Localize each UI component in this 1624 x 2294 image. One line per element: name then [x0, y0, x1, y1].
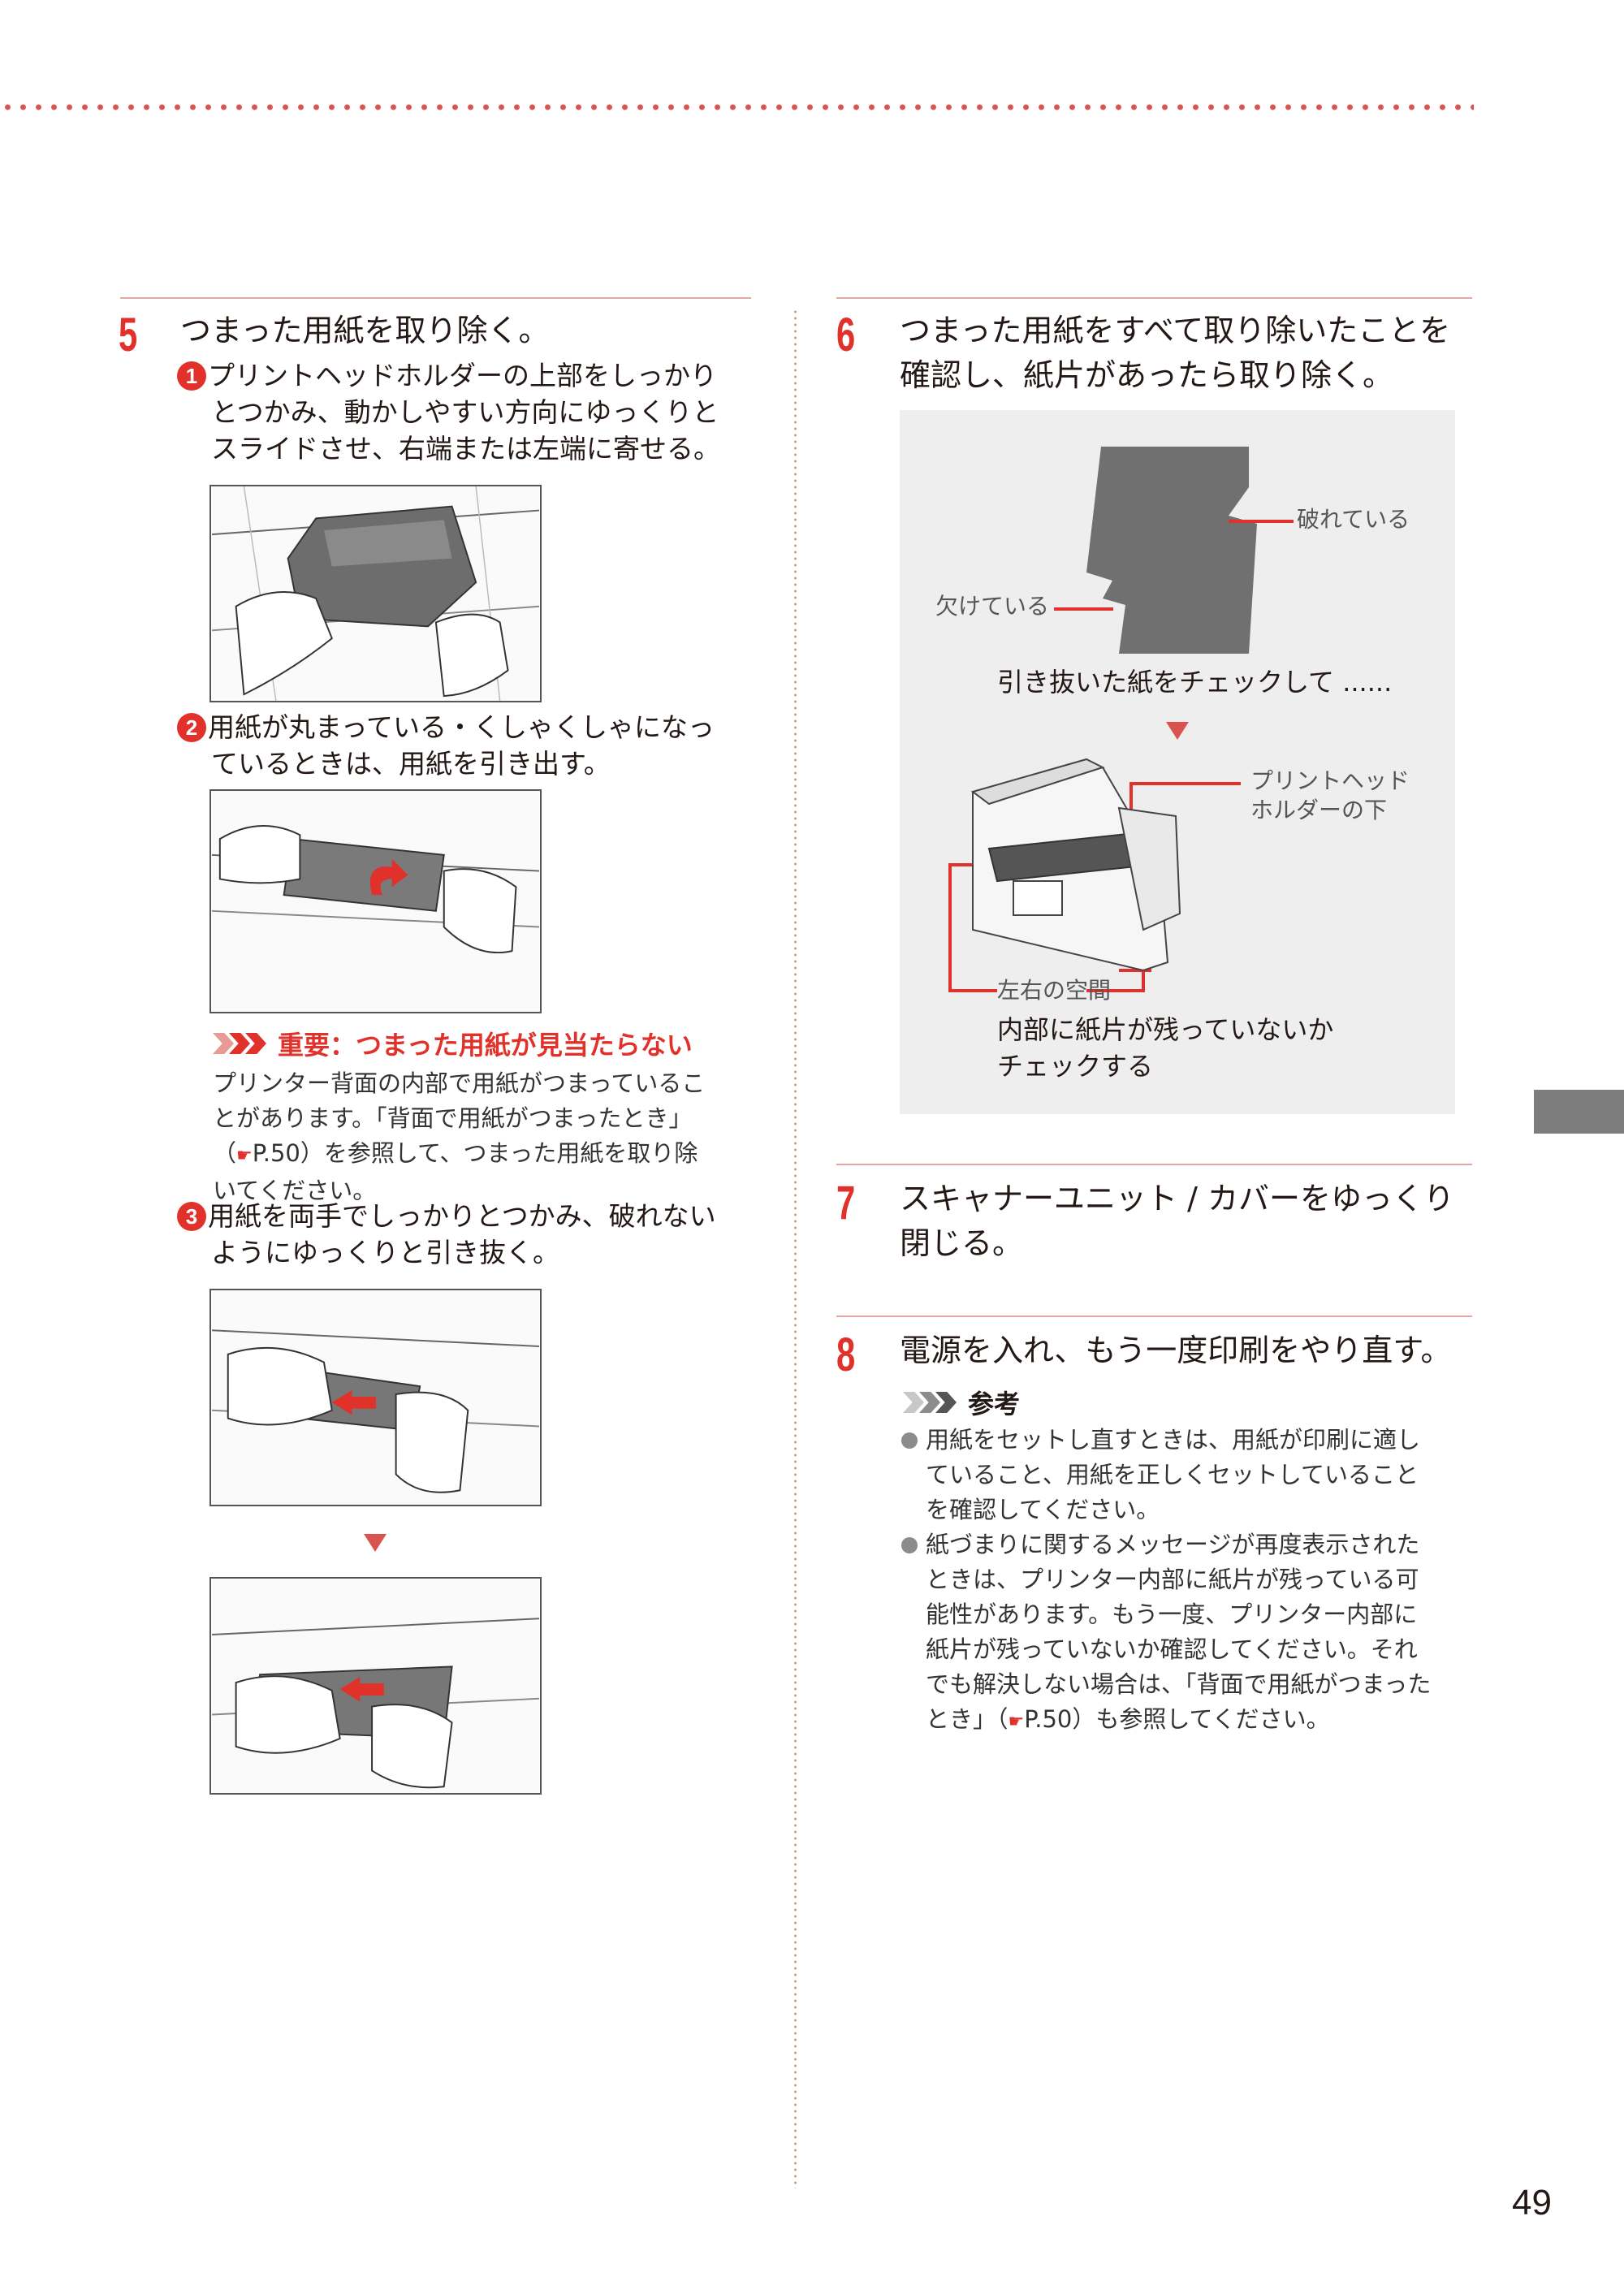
step7-number: 7	[836, 1177, 856, 1229]
step7-rule	[836, 1164, 1472, 1165]
sub1-badge: 1	[177, 361, 206, 391]
reference-list: 用紙をセットし直すときは、用紙が印刷に適し ていること、用紙を正しくセットしてい…	[900, 1423, 1468, 1739]
step8-number: 8	[836, 1328, 856, 1381]
down-arrow-icon	[1166, 722, 1189, 740]
pointing-hand-icon: ☛	[1008, 1712, 1025, 1732]
sub3-badge: 3	[177, 1202, 206, 1231]
step8-title: 電源を入れ、もう一度印刷をやり直す。	[900, 1333, 1452, 1368]
step6-rule	[836, 297, 1472, 299]
step5-rule	[120, 297, 751, 299]
pull-out-paper-illustration-2	[209, 1577, 542, 1795]
pointing-hand-icon: ☛	[236, 1146, 253, 1166]
important-body: プリンター背面の内部で用紙がつまっているこ とがあります。「背面で用紙がつまった…	[213, 1069, 706, 1204]
step6-title: つまった用紙をすべて取り除いたことを 確認し、紙片があったら取り除く。	[900, 313, 1451, 393]
page-ref-link[interactable]: P.50）も参照してください。	[1024, 1705, 1330, 1733]
check-pulled-paper-text: 引き抜いた紙をチェックして ......	[997, 667, 1393, 698]
sub2-badge: 2	[177, 713, 206, 742]
pull-curled-paper-illustration	[209, 789, 542, 1013]
important-heading: 重要：つまった用紙が見当たらない	[213, 1025, 693, 1062]
chevron-icon	[213, 1033, 234, 1054]
label-chipped: 欠けている	[935, 593, 1050, 620]
down-arrow-icon	[364, 1534, 387, 1552]
page-number: 49	[1512, 2183, 1552, 2223]
step6-number: 6	[836, 309, 856, 361]
chapter-tab	[1534, 1090, 1624, 1134]
holder-slide-illustration	[209, 485, 542, 702]
torn-paper-figure	[948, 447, 1294, 992]
step8-rule	[836, 1315, 1472, 1317]
column-divider	[794, 309, 797, 2188]
label-torn: 破れている	[1297, 506, 1410, 533]
list-item: 紙づまりに関するメッセージが再度表示された ときは、プリンター内部に紙片が残って…	[900, 1527, 1468, 1739]
top-dotted-rule	[0, 104, 1474, 110]
step7-title: スキャナーユニット / カバーをゆっくり 閉じる。	[900, 1181, 1454, 1261]
check-inside-text: 内部に紙片が残っていないか チェックする	[997, 1014, 1334, 1082]
reference-heading: 参考	[903, 1384, 1020, 1421]
pull-out-paper-illustration-1	[209, 1289, 542, 1506]
list-item: 用紙をセットし直すときは、用紙が印刷に適し ていること、用紙を正しくセットしてい…	[900, 1423, 1468, 1527]
check-illustration-panel	[900, 410, 1455, 1114]
step5-title: つまった用紙を取り除く。	[180, 313, 550, 348]
chevron-icon	[903, 1392, 924, 1413]
step5-number: 5	[119, 309, 138, 361]
label-under-holder: プリントヘッド ホルダーの下	[1250, 767, 1410, 823]
page-ref-link[interactable]: P.50）を参照して、つまった用紙を取り除	[252, 1139, 698, 1167]
label-side-spaces: 左右の空間	[997, 977, 1112, 1004]
